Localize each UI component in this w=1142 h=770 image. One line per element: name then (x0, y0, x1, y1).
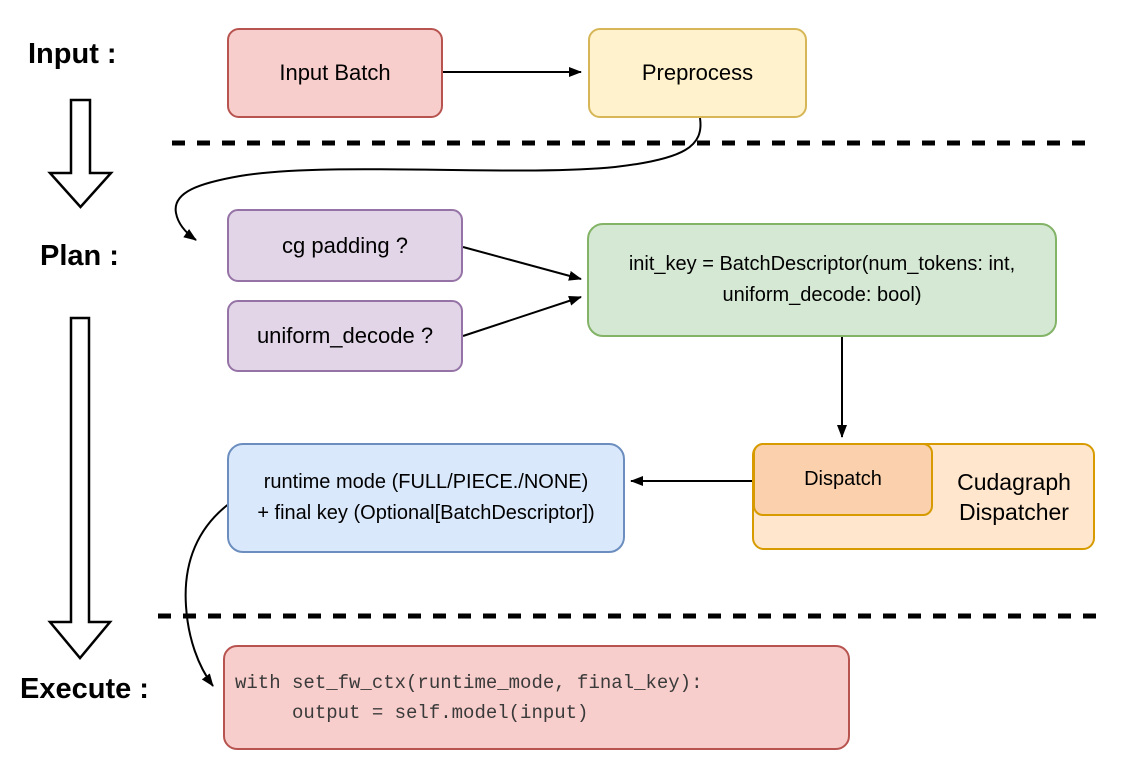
node-cg-padding: cg padding ? (227, 209, 463, 282)
node-init-key: init_key = BatchDescriptor(num_tokens: i… (587, 223, 1057, 337)
node-cg-padding-label: cg padding ? (282, 232, 408, 258)
node-runtime-mode-line2: + final key (Optional[BatchDescriptor]) (257, 502, 595, 524)
node-runtime-mode: runtime mode (FULL/PIECE./NONE) + final … (227, 443, 625, 553)
execute-code-line1: with set_fw_ctx(runtime_mode, final_key)… (235, 671, 703, 694)
node-init-key-line2: uniform_decode: bool) (722, 284, 922, 306)
cudagraph-label-line1: Cudagraph (957, 468, 1071, 495)
node-preprocess-label: Preprocess (641, 60, 754, 85)
arrow-preprocess-to-cg-padding (174, 117, 702, 241)
arrow-cg-padding-to-init-key (462, 246, 582, 281)
node-dispatch-label: Dispatch (804, 468, 882, 490)
stage-label-plan: Plan : (40, 240, 119, 272)
arrow-uniform-decode-to-init-key (462, 296, 582, 337)
arrow-runtime-mode-to-execute-code (184, 502, 231, 687)
cudagraph-label-line2: Dispatcher (959, 498, 1069, 525)
stage-label-execute: Execute : (20, 673, 149, 705)
node-cudagraph-dispatcher-label: Cudagraph Dispatcher (933, 443, 1095, 550)
execute-code-line2: output = self.model(input) (235, 701, 589, 724)
stage-arrow-plan-to-execute-icon (47, 316, 113, 660)
node-dispatch: Dispatch (753, 443, 933, 516)
node-uniform-decode-label: uniform_decode ? (256, 323, 434, 348)
stage-arrow-input-to-plan-icon (47, 98, 114, 209)
node-preprocess: Preprocess (588, 28, 807, 118)
stage-label-input: Input : (28, 38, 117, 70)
node-execute-code: with set_fw_ctx(runtime_mode, final_key)… (223, 645, 850, 750)
node-runtime-mode-line1: runtime mode (FULL/PIECE./NONE) (263, 471, 589, 493)
node-uniform-decode: uniform_decode ? (227, 300, 463, 372)
node-init-key-line1: init_key = BatchDescriptor(num_tokens: i… (628, 253, 1016, 275)
node-input-batch: Input Batch (227, 28, 443, 118)
node-input-batch-label: Input Batch (279, 60, 391, 85)
